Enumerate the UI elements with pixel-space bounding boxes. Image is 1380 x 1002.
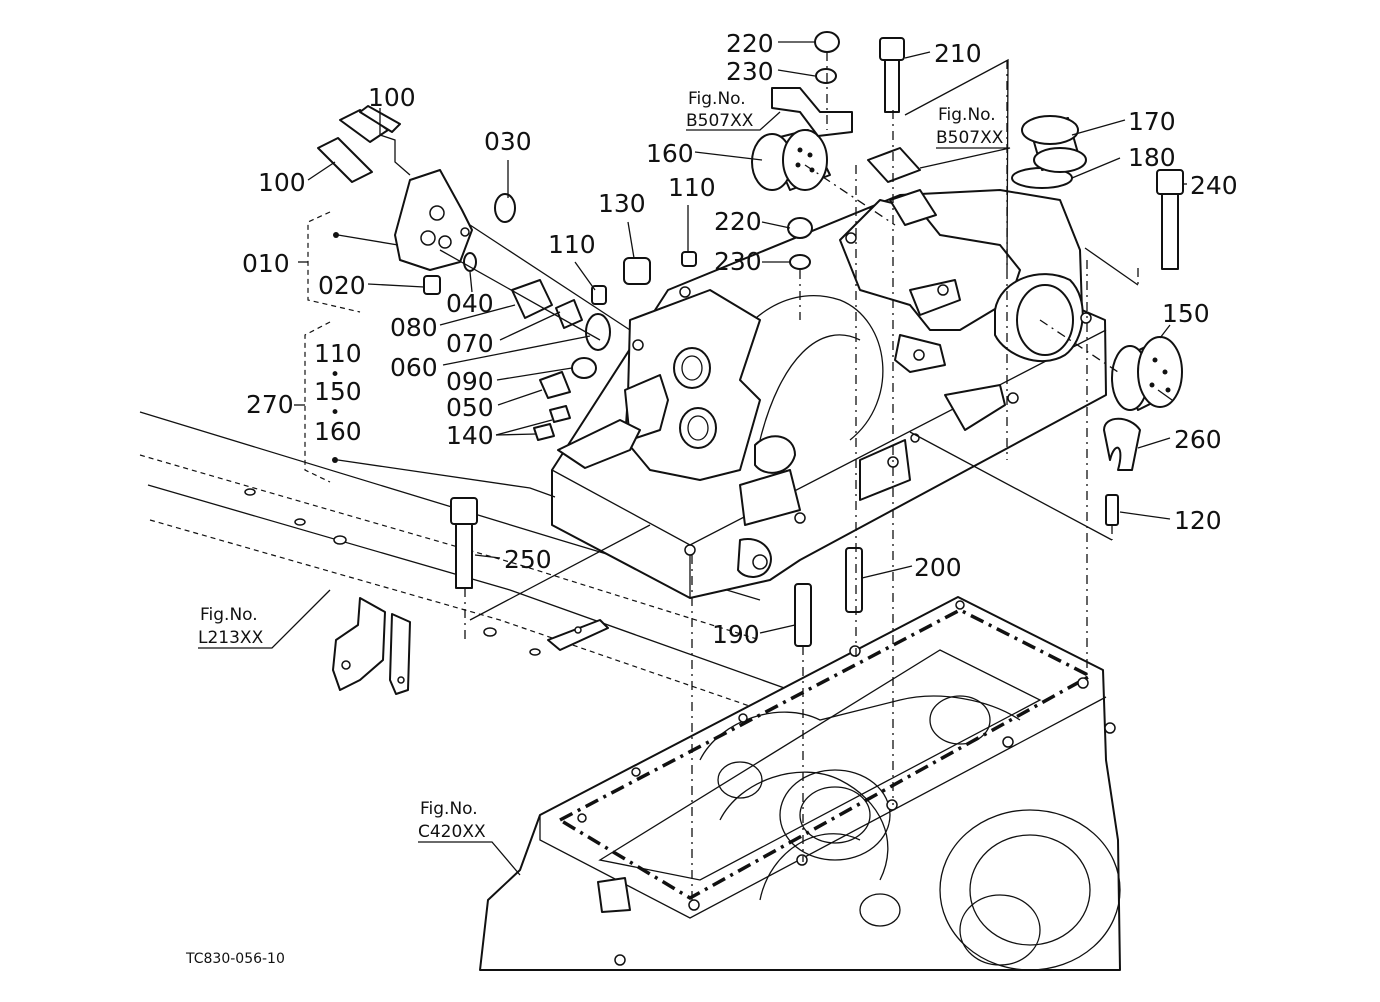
label-110-lower: 110: [548, 230, 596, 259]
kit-separator-1: •: [330, 365, 340, 385]
label-240: 240: [1190, 171, 1238, 200]
fig-ref-l213-line1: Fig.No.: [200, 605, 258, 625]
kit-item-160: 160: [314, 417, 362, 446]
stud-200: [845, 547, 863, 613]
brackets-b507: [771, 87, 937, 226]
lift-housing: [551, 189, 1107, 599]
label-180: 180: [1128, 143, 1176, 172]
bolt-210: [879, 37, 905, 113]
kit-270: 270 110 • 150 • 160: [246, 339, 362, 446]
valve-block-010: [394, 169, 473, 271]
label-060: 060: [390, 353, 438, 382]
kit-item-110: 110: [314, 339, 362, 368]
kit-label: 270: [246, 390, 294, 419]
label-230-mid: 230: [714, 247, 762, 276]
label-100-lower: 100: [258, 168, 306, 197]
label-030: 030: [484, 127, 532, 156]
bushing-150: [1111, 336, 1183, 411]
bushing-160: [751, 129, 831, 191]
label-010: 010: [242, 249, 290, 278]
label-210: 210: [934, 39, 982, 68]
label-230-top: 230: [726, 57, 774, 86]
label-050: 050: [446, 393, 494, 422]
label-140: 140: [446, 421, 494, 450]
label-120: 120: [1174, 506, 1222, 535]
fig-ref-c420-line2: C420XX: [418, 822, 486, 842]
label-100-upper: 100: [368, 83, 416, 112]
label-150: 150: [1162, 299, 1210, 328]
label-160: 160: [646, 139, 694, 168]
label-090: 090: [446, 367, 494, 396]
kit-separator-2: •: [330, 403, 340, 423]
drawing-code: TC830-056-10: [185, 951, 285, 967]
figure-references: Fig.No. B507XX Fig.No. B507XX Fig.No. L2…: [198, 89, 1004, 842]
frame-rail: [139, 411, 791, 721]
fig-ref-b507-right-line1: Fig.No.: [938, 105, 996, 125]
kit-item-150: 150: [314, 377, 362, 406]
bolt-240: [1156, 169, 1184, 270]
fig-ref-l213-line2: L213XX: [198, 628, 264, 648]
cap-170: [1021, 115, 1087, 173]
bolts-100: [317, 105, 401, 183]
label-170: 170: [1128, 107, 1176, 136]
label-200: 200: [914, 553, 962, 582]
fig-ref-b507-right-line2: B507XX: [936, 128, 1004, 148]
label-250: 250: [504, 545, 552, 574]
fig-ref-b507-left-line2: B507XX: [686, 111, 754, 131]
label-260: 260: [1174, 425, 1222, 454]
label-080: 080: [390, 313, 438, 342]
label-110-upper: 110: [668, 173, 716, 202]
transmission-case: [479, 596, 1121, 971]
fig-ref-b507-left-line1: Fig.No.: [688, 89, 746, 109]
centerlines: [439, 52, 1139, 905]
bolt-250: [450, 497, 478, 589]
leader-lines: [198, 41, 1187, 876]
label-020: 020: [318, 271, 366, 300]
label-220-mid: 220: [714, 207, 762, 236]
label-130: 130: [598, 189, 646, 218]
fig-ref-c420-line1: Fig.No.: [420, 799, 478, 819]
stud-190: [794, 583, 812, 647]
label-040: 040: [446, 289, 494, 318]
part-labels: 220 230 210 100 100 030 170 180 240 160 …: [242, 29, 1238, 649]
kit-brackets: [304, 211, 556, 498]
label-070: 070: [446, 329, 494, 358]
label-220-top: 220: [726, 29, 774, 58]
label-190: 190: [712, 620, 760, 649]
